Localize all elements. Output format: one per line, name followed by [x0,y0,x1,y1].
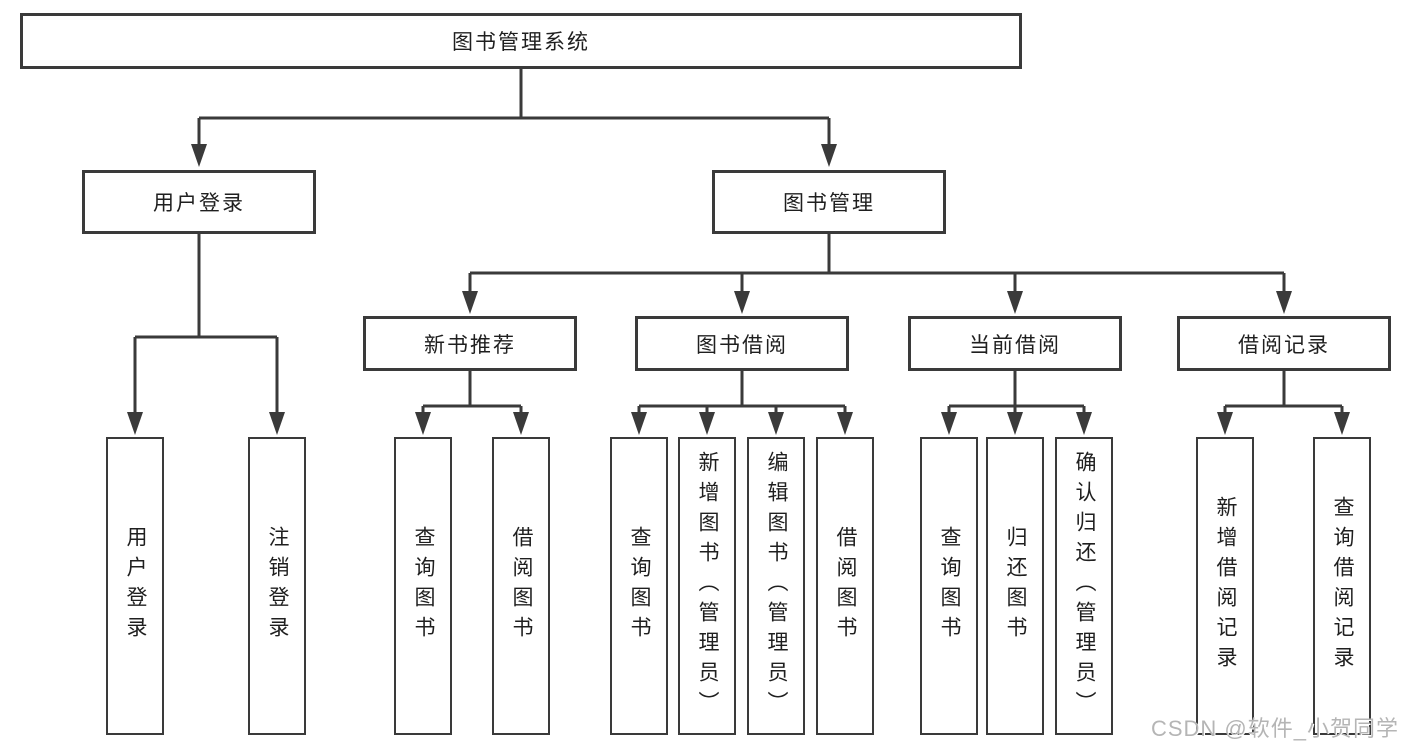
node-current-borrow: 当前借阅 [908,316,1122,371]
connector-book-management [468,233,1286,296]
connector-current-borrow [947,371,1086,416]
leaf-confirm-return-admin: 确认归还（管理员） [1055,437,1113,735]
leaf-query-books-current: 查询图书 [920,437,978,735]
connector-user-login [133,233,279,416]
leaf-user-login: 用户登录 [106,437,164,735]
node-new-book-recommend: 新书推荐 [363,316,577,371]
leaf-borrow-books: 借阅图书 [816,437,874,735]
leaf-borrow-books-recommend: 借阅图书 [492,437,550,735]
arrowheads [127,144,1350,435]
leaf-return-book: 归还图书 [986,437,1044,735]
leaf-logout: 注销登录 [248,437,306,735]
leaf-query-books-borrow: 查询图书 [610,437,668,735]
node-root: 图书管理系统 [20,13,1022,69]
node-book-management: 图书管理 [712,170,946,234]
connector-borrow-records [1223,371,1344,416]
leaf-query-borrow-record: 查询借阅记录 [1313,437,1371,735]
connector-new-book [421,371,523,416]
node-borrow-records: 借阅记录 [1177,316,1391,371]
leaf-add-borrow-record: 新增借阅记录 [1196,437,1254,735]
leaf-edit-book-admin: 编辑图书（管理员） [747,437,805,735]
connector-book-borrow [637,371,847,416]
connector-root [197,69,831,150]
node-user-login: 用户登录 [82,170,316,234]
leaf-query-books-recommend: 查询图书 [394,437,452,735]
node-book-borrow: 图书借阅 [635,316,849,371]
leaf-add-book-admin: 新增图书（管理员） [678,437,736,735]
